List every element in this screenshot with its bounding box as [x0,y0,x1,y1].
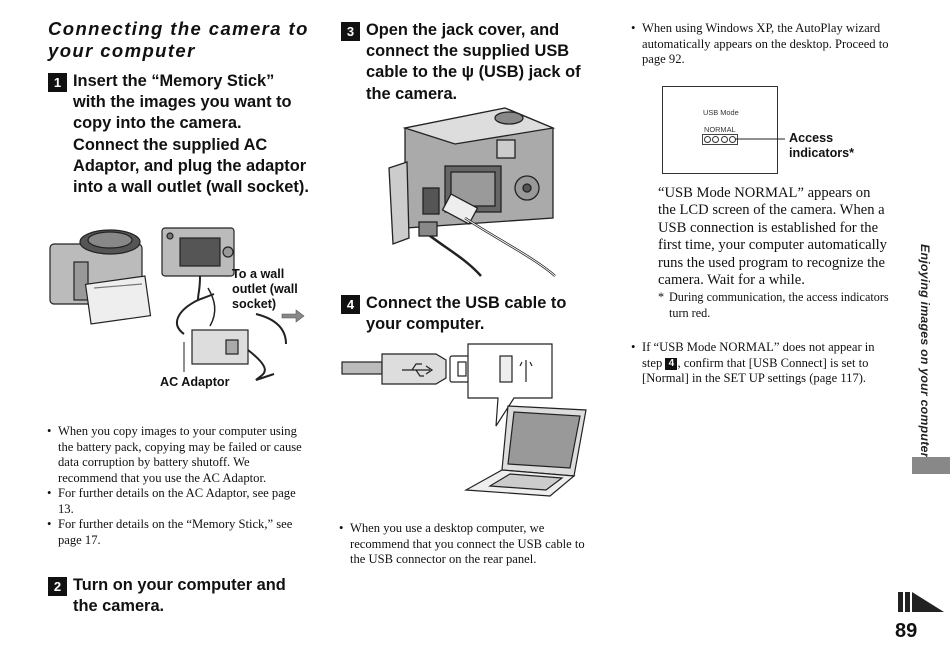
section-title: Connecting the camera to your computer [48,18,309,61]
callout-ac-adaptor: AC Adaptor [160,375,230,389]
step-number: 3 [341,22,360,41]
lcd-screen: USB Mode NORMAL [662,86,778,174]
middle-notes: When you use a desktop computer, we reco… [339,521,595,568]
usb-icon: ψ [461,63,474,82]
usb-symbol-icon [402,363,434,377]
access-indicators [702,134,738,145]
page-marker-icon [898,592,944,612]
step-3: 3 Open the jack cover, and connect the s… [341,20,591,105]
camera-usb-jack-illustration [388,107,556,277]
step-number: 1 [48,73,67,92]
indicator-dot [720,136,728,143]
step-text: Open the jack cover, and connect the sup… [366,21,581,103]
step-text: Turn on your computer and the camera. [73,576,286,616]
arrow-icon [281,309,305,323]
callout-access-indicators: Access indicators* [789,131,855,160]
usb-jack-icon [519,360,533,382]
footnote: * During communication, the access indic… [658,290,890,321]
list-item: When you use a desktop computer, we reco… [339,521,595,568]
usb-laptop-illustration [341,343,587,497]
step-2: 2 Turn on your computer and the camera. [48,575,310,617]
step-ref-badge: 4 [665,357,678,370]
camera-memory-stick-drawing [49,229,152,325]
right-notes-top: When using Windows XP, the AutoPlay wiza… [631,21,893,68]
right-notes-bottom: If “USB Mode NORMAL” does not appear in … [631,340,893,387]
step-4: 4 Connect the USB cable to your computer… [341,293,603,335]
indicator-dot [712,136,720,143]
usb-mode-status: NORMAL [704,125,736,134]
step-text: Connect the USB cable to your computer. [366,294,567,334]
callout-line [735,138,785,140]
list-item: For further details on the “Memory Stick… [47,517,303,548]
usb-mode-label: USB Mode [703,108,739,117]
callout-wall-outlet: To a wall outlet (wall socket) [232,267,298,311]
step-number: 4 [341,295,360,314]
indicator-dot [703,136,711,143]
step-text: Insert the “Memory Stick” with the image… [73,72,309,197]
footnote-text: During communication, the access indicat… [669,290,889,320]
side-section-label: Enjoying images on your computer [918,244,932,458]
list-item: When using Windows XP, the AutoPlay wiza… [631,21,893,68]
left-notes: When you copy images to your computer us… [47,424,303,548]
lcd-description: “USB Mode NORMAL” appears on the LCD scr… [658,185,887,289]
ac-adaptor-illustration [49,227,305,381]
list-item: For further details on the AC Adaptor, s… [47,486,303,517]
section-tab [912,457,950,474]
list-item: If “USB Mode NORMAL” does not appear in … [631,340,893,387]
step-1: 1 Insert the “Memory Stick” with the ima… [48,71,310,198]
footnote-mark: * [658,290,665,304]
step-number: 2 [48,577,67,596]
page-number: 89 [895,620,918,642]
list-item: When you copy images to your computer us… [47,424,303,486]
ac-adaptor-drawing [191,329,249,365]
